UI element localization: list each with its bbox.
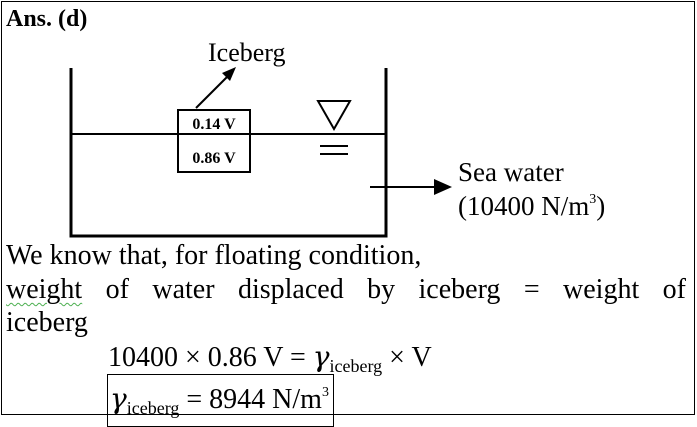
word: iceberg [418,274,501,305]
tank-outline [69,68,388,238]
word: by [367,274,396,305]
text-line-1: We know that, for floating condition, [6,240,422,271]
sea-water-arrowhead [434,179,452,195]
answer-label: Ans. (d) [6,6,88,32]
equation-rhs: × V [382,342,432,373]
gamma-subscript: iceberg [329,356,383,376]
iceberg-block [177,109,251,173]
text-line-3: iceberg [6,307,88,338]
word: weight [563,274,640,305]
water-level-icon [316,100,352,132]
iceberg-diagram: 0.14 V 0.86 V Iceberg Sea water (10400 N… [69,38,605,238]
gamma-symbol: γ [110,382,127,415]
iceberg-arrowhead [222,67,236,81]
iceberg-pointer-arrow [195,73,231,109]
top-fraction-label: 0.14 V [192,116,236,133]
word: = [523,274,540,305]
text-line-2: weight of water displaced by iceberg = w… [6,274,686,306]
bottom-fraction-label: 0.86 V [192,150,236,167]
word: displaced [237,274,344,305]
equation-lhs: 10400 × 0.86 V = [108,342,313,373]
word: water [152,274,215,305]
result-exponent: 3 [321,385,329,400]
iceberg-label: Iceberg [208,38,285,67]
gamma-symbol: γ [312,340,330,373]
result-box: γiceberg = 8944 N/m3 [107,374,334,427]
word: weight [6,274,83,305]
sea-water-label: Sea water [458,157,564,187]
result-value: = 8944 N/m [179,384,322,415]
equation: 10400 × 0.86 V = γiceberg × V [108,340,432,377]
gamma-subscript: iceberg [126,398,180,418]
answer-frame [1,1,695,415]
sea-water-weight: (10400 N/m3) [458,191,605,221]
word: of [662,274,686,305]
word: of [105,274,129,305]
